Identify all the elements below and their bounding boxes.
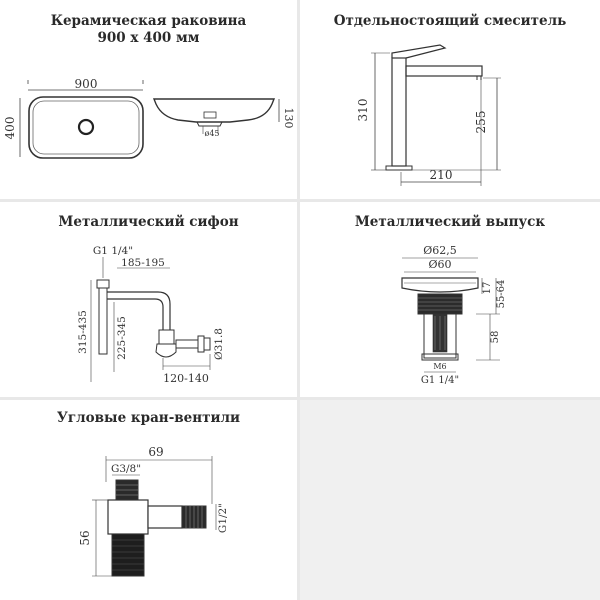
sink-top-view (28, 96, 144, 159)
faucet-body (391, 57, 407, 167)
drain-outer-diameter-label: Ø62,5 (423, 244, 457, 257)
siphon-total-height-label: 315-435 (77, 310, 89, 354)
grid-divider-horizontal-2 (0, 397, 600, 400)
siphon-horizontal-label: 185-195 (121, 257, 165, 269)
faucet-height-label: 310 (356, 99, 370, 122)
sink-panel: Керамическая раковина 900 x 400 мм 900 4… (0, 0, 297, 199)
siphon-title: Металлический сифон (58, 214, 239, 230)
faucet-drawing: 310 255 210 (356, 44, 501, 186)
drain-lower-length-label: 58 (490, 331, 501, 344)
valve-arm (147, 505, 183, 529)
valve-handle (111, 533, 145, 577)
siphon-drawing: G1 1/4" 185-195 315-435 225-345 (77, 245, 225, 385)
siphon-bottle (155, 343, 177, 358)
drain-title: Металлический выпуск (354, 214, 546, 230)
valve-title: Угловые кран-вентили (56, 410, 241, 426)
drain-panel: Металлический выпуск Ø62,5 Ø60 (300, 202, 600, 397)
siphon-outlet (175, 339, 199, 349)
empty-panel (300, 400, 600, 600)
siphon-inlet-pipe (98, 287, 108, 355)
sink-drain-hole (77, 118, 95, 136)
sink-side-view (152, 98, 276, 123)
siphon-diameter-label: Ø31.8 (213, 328, 225, 360)
valve-height-label: 56 (78, 530, 92, 545)
siphon-panel: Металлический сифон G1 1/4" 185-195 315-… (0, 202, 297, 397)
sink-width-label: 900 (75, 77, 98, 91)
drain-body-length-label: 55-64 (496, 280, 507, 309)
valve-outlet-thread-label: G1/2" (217, 503, 229, 533)
sink-title-line1: Керамическая раковина (50, 13, 247, 29)
drain-cap (401, 277, 479, 293)
siphon-outlet-offset-label: 120-140 (163, 372, 209, 385)
valve-panel: Угловые кран-вентили 69 G3/8" (0, 400, 297, 600)
siphon-thread-label: G1 1/4" (93, 245, 133, 257)
drain-drawing: Ø62,5 Ø60 M6 G1 1/4" (401, 244, 507, 386)
valve-inlet-thread-label: G3/8" (111, 463, 141, 475)
drain-threaded-body (417, 293, 463, 315)
faucet-reach-label: 210 (430, 168, 453, 182)
sink-title-line2: 900 x 400 мм (97, 30, 200, 46)
valve-drawing: 69 G3/8" G1/2" (78, 445, 229, 577)
sink-title: Керамическая раковина 900 x 400 мм (0, 13, 297, 47)
grid-divider-vertical (297, 0, 300, 600)
faucet-spout (405, 65, 483, 77)
drain-bolt-label: M6 (433, 362, 446, 371)
grid-divider-horizontal-1 (0, 199, 600, 202)
drain-thread-label: G1 1/4" (421, 375, 459, 386)
drain-inner-diameter-label: Ø60 (428, 258, 451, 271)
sink-drain-label: ø45 (205, 129, 220, 138)
faucet-title: Отдельностоящий смеситель (333, 13, 567, 29)
valve-body (107, 499, 149, 535)
siphon-inner-height-label: 225-345 (116, 316, 128, 360)
valve-length-label: 69 (148, 445, 163, 459)
faucet-panel: Отдельностоящий смеситель 310 255 (300, 0, 600, 199)
sink-depth-label: 400 (3, 117, 17, 140)
sink-height-label: 130 (282, 108, 295, 129)
drain-cap-height-label: 17 (482, 282, 493, 295)
siphon-arm (107, 298, 164, 330)
sink-drawing: 900 400 130 ø45 (3, 77, 295, 159)
faucet-handle (391, 44, 447, 59)
